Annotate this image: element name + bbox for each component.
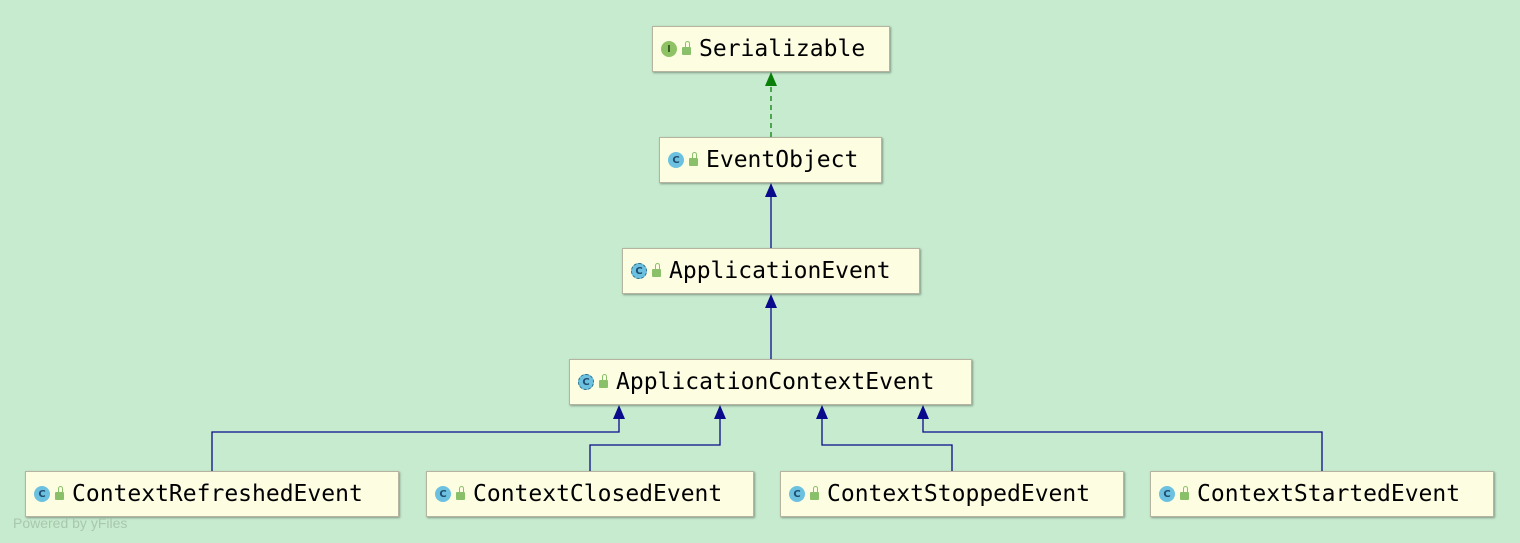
edge-extends bbox=[765, 183, 777, 248]
watermark-text: Powered by yFiles bbox=[13, 515, 128, 531]
abstract-class-icon: C bbox=[631, 263, 647, 279]
lock-open-icon bbox=[682, 41, 691, 55]
node-label: ApplicationEvent bbox=[669, 258, 891, 284]
edge-line bbox=[821, 419, 953, 471]
lock-open-icon bbox=[599, 374, 608, 388]
abstract-class-icon: C bbox=[578, 374, 594, 390]
edge-extends bbox=[765, 294, 777, 359]
lock-open-icon bbox=[810, 486, 819, 500]
edge-extends bbox=[917, 405, 1323, 471]
node-serializable[interactable]: I Serializable bbox=[652, 26, 890, 72]
class-icon: C bbox=[435, 486, 451, 502]
class-icon: C bbox=[34, 486, 50, 502]
lock-open-icon bbox=[652, 263, 661, 277]
lock-open-icon bbox=[689, 152, 698, 166]
node-label: EventObject bbox=[706, 147, 859, 173]
node-label: ContextStoppedEvent bbox=[827, 481, 1091, 507]
node-event-object[interactable]: C EventObject bbox=[659, 137, 882, 183]
arrowhead bbox=[816, 405, 828, 419]
node-application-event[interactable]: C ApplicationEvent bbox=[622, 248, 920, 294]
edge-extends bbox=[589, 405, 726, 471]
node-label: ContextStartedEvent bbox=[1197, 481, 1461, 507]
lock-open-icon bbox=[1180, 486, 1189, 500]
edge-implements bbox=[765, 72, 777, 137]
arrowhead bbox=[917, 405, 929, 419]
node-label: ContextClosedEvent bbox=[473, 481, 723, 507]
lock-open-icon bbox=[456, 486, 465, 500]
interface-icon: I bbox=[661, 41, 677, 57]
edge-line bbox=[589, 419, 721, 471]
edge-line bbox=[211, 419, 620, 471]
arrowhead bbox=[765, 183, 777, 197]
arrowhead bbox=[613, 405, 625, 419]
node-label: Serializable bbox=[699, 36, 866, 62]
node-context-started-event[interactable]: C ContextStartedEvent bbox=[1150, 471, 1494, 517]
edge-extends bbox=[211, 405, 625, 471]
arrowhead bbox=[714, 405, 726, 419]
lock-open-icon bbox=[55, 486, 64, 500]
arrowhead bbox=[765, 294, 777, 308]
node-label: ApplicationContextEvent bbox=[616, 369, 935, 395]
edge-line bbox=[922, 419, 1323, 471]
node-context-stopped-event[interactable]: C ContextStoppedEvent bbox=[780, 471, 1124, 517]
node-application-context-event[interactable]: C ApplicationContextEvent bbox=[569, 359, 972, 405]
class-icon: C bbox=[668, 152, 684, 168]
node-label: ContextRefreshedEvent bbox=[72, 481, 363, 507]
class-icon: C bbox=[1159, 486, 1175, 502]
arrowhead bbox=[765, 72, 777, 86]
class-icon: C bbox=[789, 486, 805, 502]
edge-extends bbox=[816, 405, 953, 471]
node-context-closed-event[interactable]: C ContextClosedEvent bbox=[426, 471, 754, 517]
node-context-refreshed-event[interactable]: C ContextRefreshedEvent bbox=[25, 471, 399, 517]
